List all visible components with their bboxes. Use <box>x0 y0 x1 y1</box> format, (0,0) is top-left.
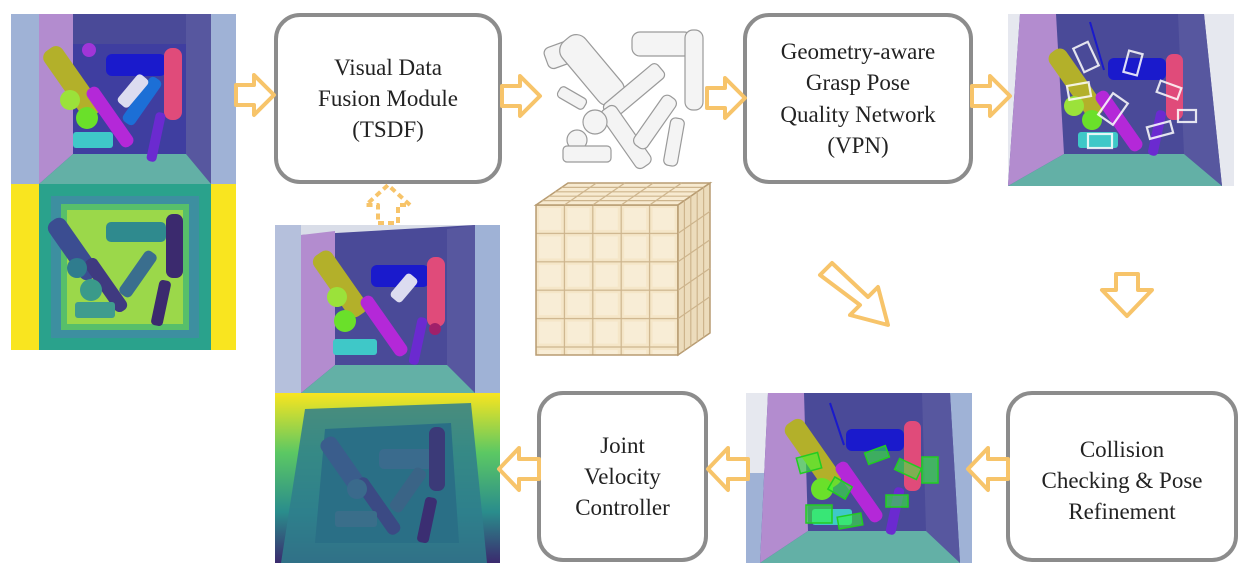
vpn-line-1: Geometry-aware <box>780 38 936 64</box>
input-depth-image <box>11 184 236 350</box>
controller-line-1: Joint <box>600 432 645 458</box>
controller-module-box: Joint Velocity Controller <box>537 391 708 562</box>
input-rgb-image <box>11 14 236 184</box>
collision-line-1: Collision <box>1079 436 1165 462</box>
vpn-module-label: Geometry-aware Grasp Pose Quality Networ… <box>780 36 935 161</box>
controller-line-3: Controller <box>575 495 670 521</box>
flow-arrow-2 <box>500 74 542 118</box>
flow-arrow-feedback <box>364 183 412 225</box>
flow-arrow-5 <box>1100 272 1154 318</box>
flow-arrow-3 <box>705 76 747 120</box>
vpn-line-4: (VPN) <box>827 132 889 158</box>
fusion-line-3: (TSDF) <box>352 117 424 143</box>
refined-grasps-image <box>746 393 972 563</box>
vpn-line-2: Grasp Pose <box>805 70 911 96</box>
collision-line-3: Refinement <box>1068 499 1176 525</box>
fusion-module-label: Visual Data Fusion Module (TSDF) <box>318 52 458 146</box>
flow-arrow-4 <box>970 74 1012 118</box>
collision-module-box: Collision Checking & Pose Refinement <box>1006 391 1238 562</box>
grasp-candidates-image <box>1008 14 1234 186</box>
flow-arrow-9 <box>497 446 541 492</box>
fusion-line-2: Fusion Module <box>318 85 458 111</box>
collision-module-label: Collision Checking & Pose Refinement <box>1042 434 1203 528</box>
flow-arrow-1 <box>234 73 276 117</box>
controller-module-label: Joint Velocity Controller <box>575 430 670 524</box>
flow-arrow-7 <box>966 446 1010 492</box>
controller-line-2: Velocity <box>584 463 661 489</box>
voxel-grid-image <box>533 181 713 357</box>
fusion-line-1: Visual Data <box>334 54 442 80</box>
after-grasp-depth-image <box>275 393 500 563</box>
flow-arrow-8 <box>706 446 750 492</box>
reconstructed-mesh-image <box>537 22 713 172</box>
flow-arrow-6 <box>818 261 890 327</box>
vpn-line-3: Quality Network <box>780 101 936 127</box>
vpn-module-box: Geometry-aware Grasp Pose Quality Networ… <box>743 13 973 184</box>
collision-line-2: Checking & Pose <box>1041 467 1203 493</box>
fusion-module-box: Visual Data Fusion Module (TSDF) <box>274 13 502 184</box>
after-grasp-rgb-image <box>275 225 500 393</box>
